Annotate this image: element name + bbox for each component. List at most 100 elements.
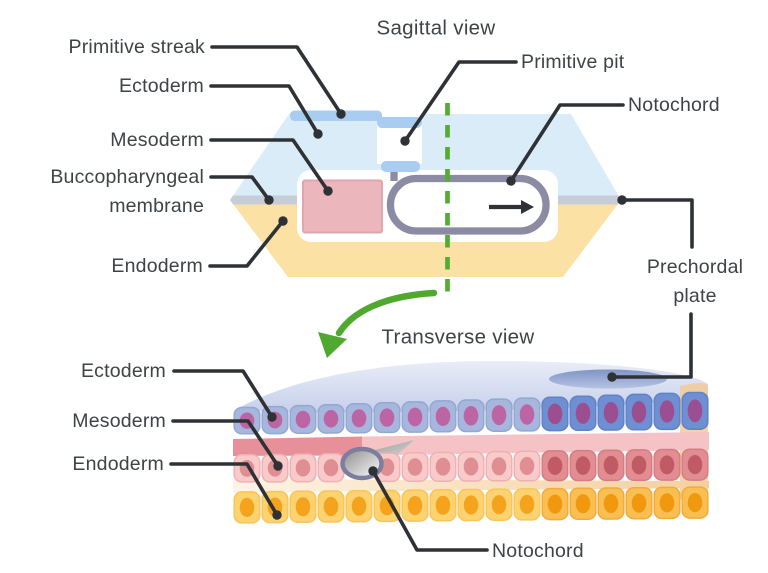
leader-dot (278, 216, 288, 226)
primitive-streak-strip (290, 110, 382, 121)
label-ectoderm-transverse-text: Ectoderm (81, 360, 166, 382)
label-notochord-transverse-text: Notochord (492, 540, 584, 562)
endoderm-cell-nucleus (687, 493, 703, 513)
ectoderm-cell-nucleus (463, 406, 479, 426)
label-endoderm-sagittal-text: Endoderm (111, 255, 203, 277)
label-primitive-streak-text: Primitive streak (69, 36, 206, 58)
ectoderm-cell-nucleus (631, 401, 647, 423)
leader-dot (506, 176, 516, 186)
label-mesoderm-transverse: Mesoderm (72, 410, 283, 471)
turn-arrow-head-icon (318, 332, 347, 358)
label-buccopharyngeal-membrane-text2: membrane (109, 195, 204, 217)
endoderm-cell-nucleus (603, 493, 619, 514)
endoderm-cell-nucleus (239, 497, 255, 517)
primitive-pit-upper-lip (377, 117, 422, 128)
leader-line (210, 45, 343, 116)
leader-dot (323, 186, 333, 196)
label-endoderm-transverse-text: Endoderm (72, 453, 164, 475)
leader-dot (400, 136, 410, 146)
endoderm-cell-nucleus (323, 496, 339, 517)
leader-line (509, 103, 625, 183)
ectoderm-cell-nucleus (659, 400, 675, 423)
leader-line (209, 138, 330, 193)
mesoderm-cell-nucleus (575, 456, 591, 475)
sagittal-mesoderm-block (302, 179, 383, 234)
label-ectoderm-transverse: Ectoderm (81, 360, 277, 422)
ectoderm-cell-nucleus (323, 410, 339, 428)
endoderm-cell-nucleus (295, 497, 311, 517)
mesoderm-slab-right (362, 432, 709, 456)
label-mesoderm-sagittal: Mesoderm (110, 129, 333, 196)
label-primitive-streak: Primitive streak (69, 36, 346, 119)
transverse-view-title: Transverse view (382, 326, 535, 349)
leader-line (209, 175, 271, 202)
labels-layer: Primitive streakEctodermMesodermBuccopha… (50, 36, 743, 562)
notochord-tube-loop (386, 174, 550, 235)
label-primitive-pit: Primitive pit (400, 51, 625, 146)
mesoderm-cell-nucleus (491, 457, 507, 476)
label-primitive-pit-text: Primitive pit (521, 51, 625, 73)
transverse-mesoderm-cell-row (233, 448, 709, 483)
leader-line (209, 84, 320, 136)
label-buccopharyngeal-membrane: Buccopharyngeal membrane (50, 166, 274, 217)
mesoderm-slab-left (233, 436, 362, 456)
mesoderm-cell-nucleus (295, 459, 311, 477)
endoderm-cell-nucleus (659, 493, 675, 513)
mesoderm-cell-nucleus (435, 457, 451, 476)
label-mesoderm-transverse-text: Mesoderm (72, 410, 166, 432)
label-notochord-sagittal: Notochord (506, 94, 720, 186)
label-mesoderm-sagittal-text: Mesoderm (110, 129, 204, 151)
leader-dot (267, 412, 277, 422)
ectoderm-cell-nucleus (603, 401, 619, 424)
ectoderm-cell-nucleus (351, 409, 367, 428)
endoderm-cell-nucleus (407, 496, 423, 516)
label-buccopharyngeal-membrane-text: Buccopharyngeal (50, 166, 204, 188)
endoderm-cell-nucleus (463, 495, 479, 515)
endoderm-cell-nucleus (491, 495, 507, 515)
mesoderm-cell-nucleus (687, 455, 703, 475)
sagittal-view-diagram (230, 103, 621, 296)
turn-arrow-curve (335, 289, 438, 337)
leader-line (169, 462, 279, 517)
mesoderm-cell-nucleus (547, 456, 563, 475)
leader-line (371, 469, 489, 552)
leader-line (610, 312, 693, 379)
sagittal-view-title: Sagittal view (377, 17, 496, 40)
mesoderm-cell-nucleus (323, 459, 339, 477)
label-ectoderm-sagittal-text: Ectoderm (119, 75, 204, 97)
ectoderm-cell-nucleus (295, 410, 311, 429)
leader-line (171, 419, 280, 468)
label-ectoderm-sagittal: Ectoderm (119, 75, 323, 139)
transverse-ectoderm-cell-row (233, 391, 709, 435)
label-endoderm-transverse: Endoderm (72, 453, 282, 520)
endoderm-cell-nucleus (435, 495, 451, 515)
leader-dot (617, 195, 627, 205)
transverse-view-diagram (233, 289, 709, 524)
leader-dot (607, 372, 617, 382)
cell-rows (233, 391, 709, 524)
leader-dot (336, 109, 346, 119)
label-notochord-transverse: Notochord (368, 466, 584, 562)
label-prechordal-plate-text: Prechordal (647, 256, 743, 278)
label-notochord-sagittal-text: Notochord (628, 94, 720, 116)
leader-dot (273, 461, 283, 471)
mesoderm-cell-nucleus (659, 455, 675, 475)
leader-line (172, 369, 274, 419)
leader-dot (264, 195, 274, 205)
ectoderm-cell-nucleus (687, 399, 703, 423)
titles: Sagittal view Transverse view (377, 17, 535, 349)
ectoderm-cell-nucleus (575, 402, 591, 424)
leader-dot (368, 466, 378, 476)
primitive-pit-lower-lip (381, 161, 420, 172)
mesoderm-cell-nucleus (463, 457, 479, 476)
mesoderm-cell-nucleus (407, 458, 423, 476)
leader-line (208, 219, 285, 268)
leader-line (403, 60, 518, 143)
endoderm-cell-nucleus (519, 494, 535, 514)
endoderm-cell-nucleus (547, 494, 563, 514)
transverse-endoderm-cell-row (233, 486, 709, 524)
ectoderm-cell-nucleus (435, 406, 451, 426)
primitive-pit-notch (377, 107, 422, 164)
